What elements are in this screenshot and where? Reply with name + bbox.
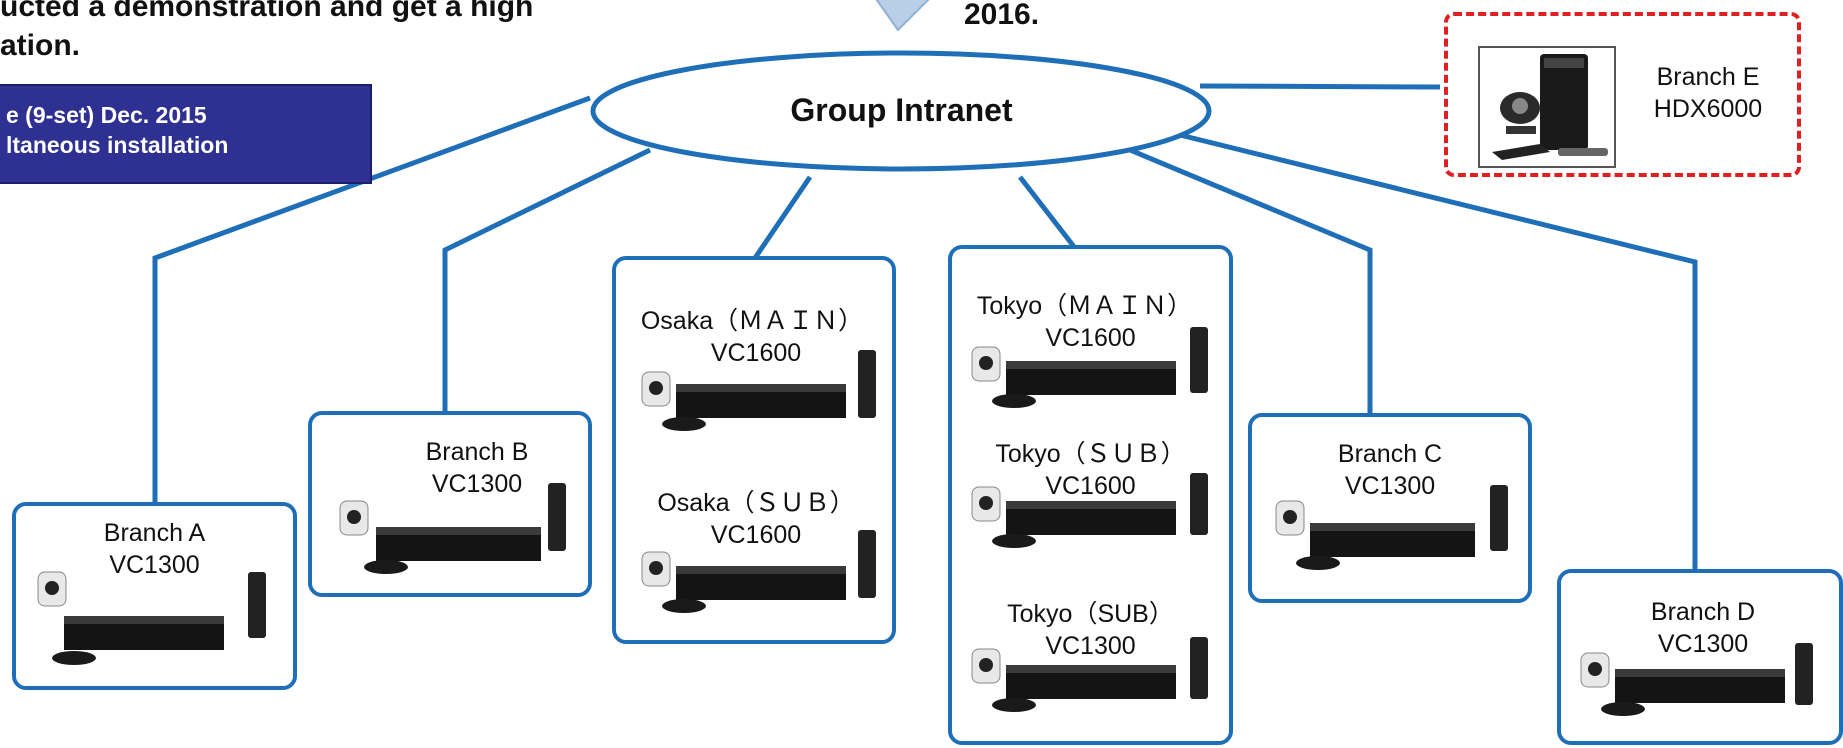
- video-conference-unit: [34, 566, 269, 681]
- site-model: VC1300: [1657, 630, 1749, 658]
- site-model: VC1600: [710, 521, 802, 549]
- link-branch-c: [1129, 147, 1373, 414]
- site-model: VC1300: [431, 470, 523, 498]
- site-name: Branch C: [1337, 440, 1443, 468]
- link-branch-e: [1199, 83, 1441, 90]
- site-name: Osaka（ＭＡＩＮ）: [640, 307, 864, 335]
- microphone: [992, 534, 1036, 548]
- remote: [248, 572, 266, 638]
- link-branch-d: [1179, 132, 1698, 571]
- microphone: [364, 560, 408, 574]
- intro-text-line-2: ation.: [0, 29, 80, 62]
- remote: [1190, 473, 1208, 535]
- site-branch-c: Branch C VC1300: [1248, 413, 1532, 603]
- site-branch-b: Branch B VC1300: [308, 411, 592, 597]
- site-name: Branch B: [425, 438, 529, 466]
- remote: [1190, 637, 1208, 699]
- arrow-graphic: [868, 0, 932, 32]
- date-text: 2016.: [964, 0, 1040, 31]
- remote: [1795, 643, 1813, 705]
- video-conference-unit: [1575, 643, 1825, 748]
- link-branch-a: [152, 95, 591, 506]
- site-osaka: Osaka（ＭＡＩＮ） VC1600 Osaka（ＳＵＢ） VC1600: [612, 256, 896, 644]
- video-conference-unit: [336, 475, 576, 590]
- microphone: [1296, 556, 1340, 570]
- remote: [1490, 485, 1508, 551]
- codec-tower: [1540, 54, 1588, 150]
- banner-line-1: e (9-set) Dec. 2015: [6, 102, 207, 128]
- microphone: [992, 698, 1036, 712]
- site-model: VC1300: [1344, 472, 1436, 500]
- site-branch-e: Branch E HDX6000: [1444, 12, 1801, 177]
- site-branch-d: Branch D VC1300: [1557, 569, 1843, 745]
- site-branch-a: Branch A VC1300: [12, 502, 297, 690]
- site-model: VC1600: [1045, 324, 1136, 352]
- site-tokyo: Tokyo（ＭＡＩＮ） VC1600 Tokyo（ＳＵＢ） VC1600 Tok…: [948, 245, 1233, 745]
- site-model: VC1300: [109, 551, 200, 579]
- microphone: [1492, 144, 1550, 160]
- remote: [1190, 327, 1208, 393]
- remote: [858, 530, 876, 598]
- video-conference-unit: [966, 471, 1216, 566]
- install-banner: e (9-set) Dec. 2015 ltaneous installatio…: [0, 84, 372, 184]
- video-conference-unit: [1270, 479, 1515, 594]
- site-name: Branch D: [1650, 598, 1756, 626]
- site-name: Branch A: [103, 519, 206, 547]
- video-conference-unit: [636, 522, 881, 637]
- remote: [548, 483, 566, 551]
- remote: [1558, 148, 1608, 156]
- link-tokyo: [1018, 175, 1077, 250]
- intro-text-line-1: ucted a demonstration and get a high: [0, 0, 534, 23]
- link-branch-b: [442, 147, 652, 413]
- site-name: Tokyo（ＭＡＩＮ）: [976, 292, 1193, 320]
- group-intranet-hub: Group Intranet: [588, 48, 1215, 174]
- remote: [858, 350, 876, 418]
- site-model: HDX6000: [1653, 95, 1763, 123]
- site-name: Osaka（ＳＵＢ）: [657, 489, 855, 517]
- microphone: [52, 651, 96, 665]
- site-model: VC1300: [1045, 632, 1136, 660]
- video-conference-unit: [966, 319, 1216, 434]
- site-name: Branch E: [1656, 63, 1760, 91]
- microphone: [1601, 702, 1645, 716]
- hub-label: Group Intranet: [790, 92, 1013, 128]
- site-name: Tokyo（SUB）: [1007, 600, 1174, 628]
- site-model: VC1600: [710, 339, 802, 367]
- site-name: Tokyo（ＳＵＢ）: [995, 440, 1186, 468]
- video-conference-unit: [636, 336, 881, 451]
- banner-line-2: ltaneous installation: [6, 132, 229, 158]
- hdx-device-image: [1478, 46, 1616, 168]
- microphone: [662, 599, 706, 613]
- microphone: [992, 394, 1036, 408]
- link-osaka: [752, 175, 813, 260]
- video-conference-unit: [966, 637, 1216, 742]
- site-model: VC1600: [1045, 472, 1136, 500]
- microphone: [662, 417, 706, 431]
